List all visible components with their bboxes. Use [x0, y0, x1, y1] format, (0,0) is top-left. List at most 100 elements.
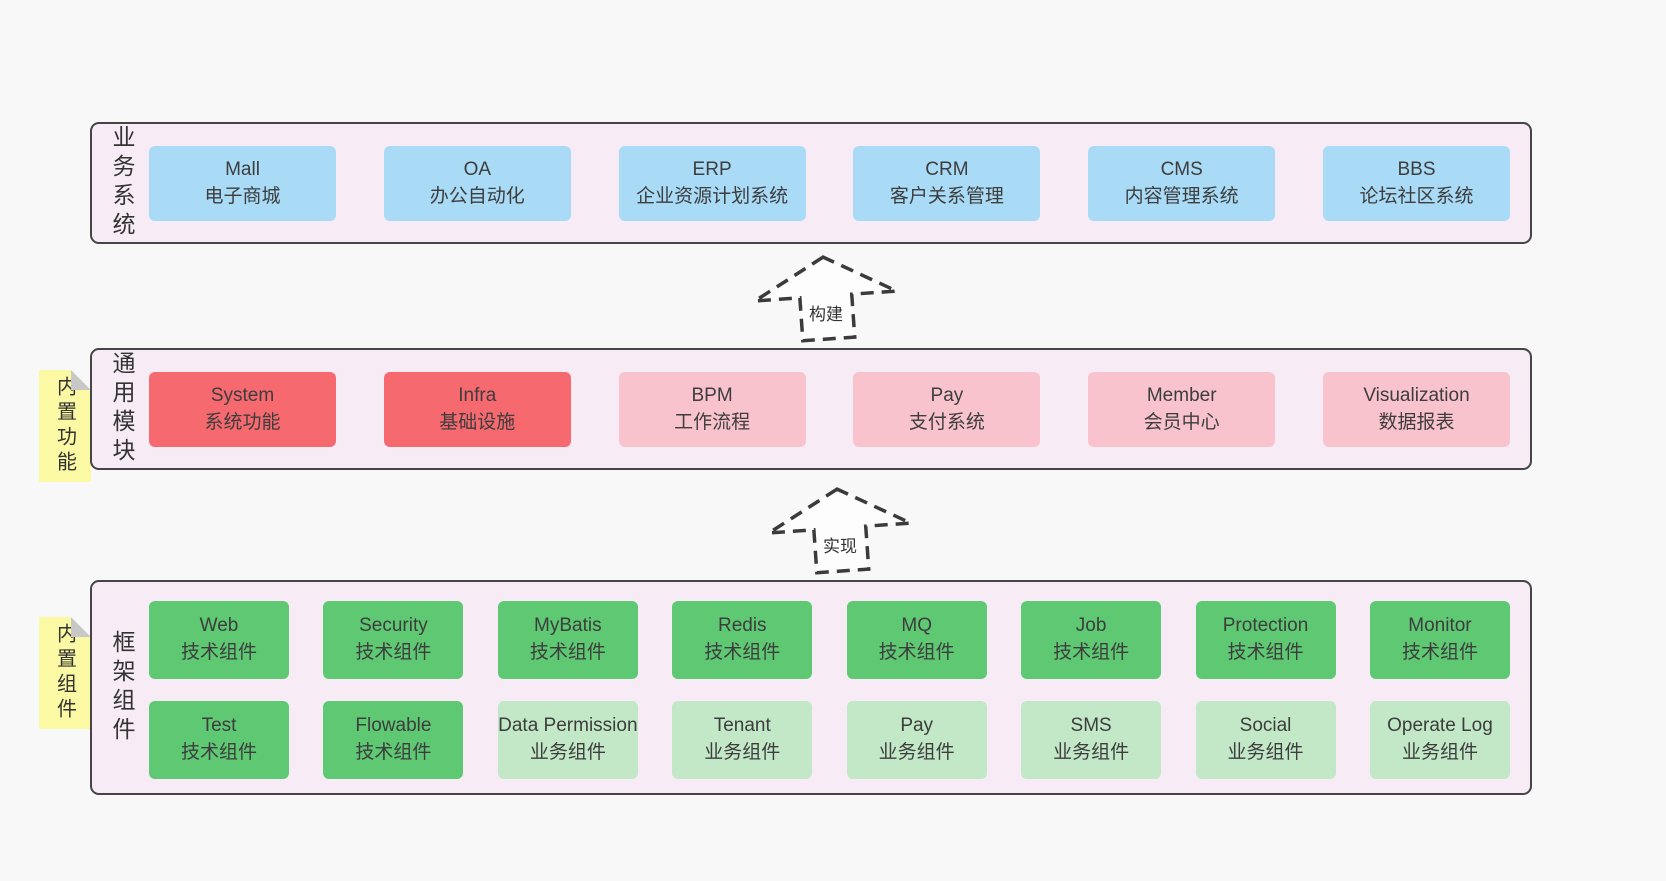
box-title: Job — [1075, 615, 1107, 637]
box-pay-business: Pay 业务组件 — [846, 701, 987, 779]
layer-framework-components: 框架组件 Web 技术组件 Security 技术组件 MyBatis 技术组件… — [90, 580, 1532, 795]
box-system: System 系统功能 — [149, 372, 336, 447]
box-title: Tenant — [713, 715, 771, 737]
box-subtitle: 技术组件 — [1401, 642, 1478, 663]
box-subtitle: 电子商城 — [204, 185, 281, 207]
layer-label-text: 通用模块 — [109, 351, 135, 467]
box-social: Social 业务组件 — [1195, 701, 1336, 779]
box-subtitle: 技术组件 — [878, 642, 955, 663]
box-protection: Protection 技术组件 — [1195, 601, 1336, 679]
box-mall: Mall 电子商城 — [149, 146, 336, 221]
implement-arrow-label: 实现 — [823, 537, 857, 556]
box-title: System — [210, 384, 275, 406]
box-pay: Pay 支付系统 — [853, 372, 1041, 447]
box-subtitle: 技术组件 — [355, 742, 432, 763]
note-text: 内置组件 — [53, 623, 76, 723]
box-title: MQ — [901, 615, 932, 637]
box-subtitle: 业务组件 — [529, 742, 606, 763]
box-title: Member — [1146, 384, 1217, 406]
box-title: MyBatis — [534, 615, 602, 637]
build-arrow-label: 构建 — [809, 305, 843, 324]
note-fold-corner-icon — [71, 617, 91, 637]
box-title: Pay — [930, 384, 964, 406]
framework-row-1: Web 技术组件 Security 技术组件 MyBatis 技术组件 Redi… — [149, 601, 1510, 679]
box-member: Member 会员中心 — [1088, 372, 1276, 447]
box-title: Web — [199, 615, 239, 637]
box-subtitle: 会员中心 — [1143, 411, 1220, 433]
box-title: Monitor — [1408, 615, 1472, 637]
box-monitor: Monitor 技术组件 — [1369, 601, 1510, 679]
box-data-permission: Data Permission 业务组件 — [497, 701, 638, 779]
box-subtitle: 系统功能 — [204, 411, 281, 433]
box-subtitle: 技术组件 — [180, 742, 257, 763]
box-title: Pay — [900, 715, 934, 737]
framework-row-2: Test 技术组件 Flowable 技术组件 Data Permission … — [149, 701, 1510, 779]
box-subtitle: 数据报表 — [1378, 411, 1455, 433]
box-subtitle: 业务组件 — [1401, 742, 1478, 763]
box-mq: MQ 技术组件 — [846, 601, 987, 679]
box-operate-log: Operate Log 业务组件 — [1369, 701, 1510, 779]
implement-arrow: 实现 — [765, 486, 915, 576]
box-oa: OA 办公自动化 — [383, 146, 571, 221]
box-title: OA — [463, 158, 492, 180]
box-title: BPM — [691, 384, 733, 406]
layer-label-text: 业务系统 — [109, 125, 135, 241]
layer-label-business: 业务系统 — [100, 124, 144, 242]
box-subtitle: 技术组件 — [704, 642, 781, 663]
box-title: BBS — [1397, 158, 1436, 180]
note-text: 内置功能 — [53, 376, 76, 476]
box-security: Security 技术组件 — [323, 601, 464, 679]
box-title: Redis — [717, 615, 767, 637]
box-subtitle: 企业资源计划系统 — [636, 185, 789, 207]
box-subtitle: 论坛社区系统 — [1359, 185, 1474, 207]
layer-common-modules: 通用模块 System 系统功能 Infra 基础设施 BPM 工作流程 Pay… — [90, 348, 1532, 470]
box-job: Job 技术组件 — [1021, 601, 1162, 679]
box-title: Flowable — [355, 715, 432, 737]
layer-label-modules: 通用模块 — [100, 350, 144, 468]
box-subtitle: 技术组件 — [529, 642, 606, 663]
modules-boxes-row: System 系统功能 Infra 基础设施 BPM 工作流程 Pay 支付系统… — [149, 372, 1510, 447]
box-tenant: Tenant 业务组件 — [672, 701, 813, 779]
box-title: Infra — [458, 384, 497, 406]
box-erp: ERP 企业资源计划系统 — [618, 146, 806, 221]
box-subtitle: 客户关系管理 — [889, 185, 1004, 207]
box-title: ERP — [692, 158, 732, 180]
dashed-up-arrow-icon — [768, 487, 912, 575]
box-visualization: Visualization 数据报表 — [1322, 372, 1510, 447]
layer-business-systems: 业务系统 Mall 电子商城 OA 办公自动化 ERP 企业资源计划系统 CRM… — [90, 122, 1532, 244]
box-subtitle: 技术组件 — [1053, 642, 1130, 663]
box-subtitle: 办公自动化 — [429, 185, 525, 207]
box-subtitle: 基础设施 — [439, 411, 516, 433]
box-title: Operate Log — [1387, 715, 1493, 737]
box-title: Test — [201, 715, 237, 737]
box-title: CMS — [1160, 158, 1203, 180]
note-fold-corner-icon — [71, 370, 91, 390]
box-title: Mall — [225, 158, 260, 180]
box-infra: Infra 基础设施 — [383, 372, 571, 447]
box-title: CRM — [925, 158, 969, 180]
box-subtitle: 内容管理系统 — [1124, 185, 1239, 207]
note-built-in-components: 内置组件 — [39, 617, 91, 729]
box-subtitle: 技术组件 — [355, 642, 432, 663]
dashed-up-arrow-icon — [754, 255, 898, 343]
box-cms: CMS 内容管理系统 — [1088, 146, 1276, 221]
build-arrow: 构建 — [751, 254, 901, 344]
box-bbs: BBS 论坛社区系统 — [1322, 146, 1510, 221]
box-web: Web 技术组件 — [149, 601, 289, 679]
layer-label-framework: 框架组件 — [100, 582, 144, 793]
box-title: Security — [359, 615, 428, 637]
box-title: Data Permission — [498, 715, 638, 737]
box-test: Test 技术组件 — [149, 701, 289, 779]
box-flowable: Flowable 技术组件 — [323, 701, 464, 779]
box-subtitle: 业务组件 — [1053, 742, 1130, 763]
box-title: Social — [1239, 715, 1292, 737]
layer-label-text: 框架组件 — [109, 629, 135, 746]
box-redis: Redis 技术组件 — [672, 601, 813, 679]
box-subtitle: 技术组件 — [1227, 642, 1304, 663]
box-subtitle: 业务组件 — [1227, 742, 1304, 763]
box-mybatis: MyBatis 技术组件 — [497, 601, 638, 679]
box-title: Protection — [1222, 615, 1309, 637]
box-bpm: BPM 工作流程 — [618, 372, 806, 447]
box-subtitle: 业务组件 — [878, 742, 955, 763]
